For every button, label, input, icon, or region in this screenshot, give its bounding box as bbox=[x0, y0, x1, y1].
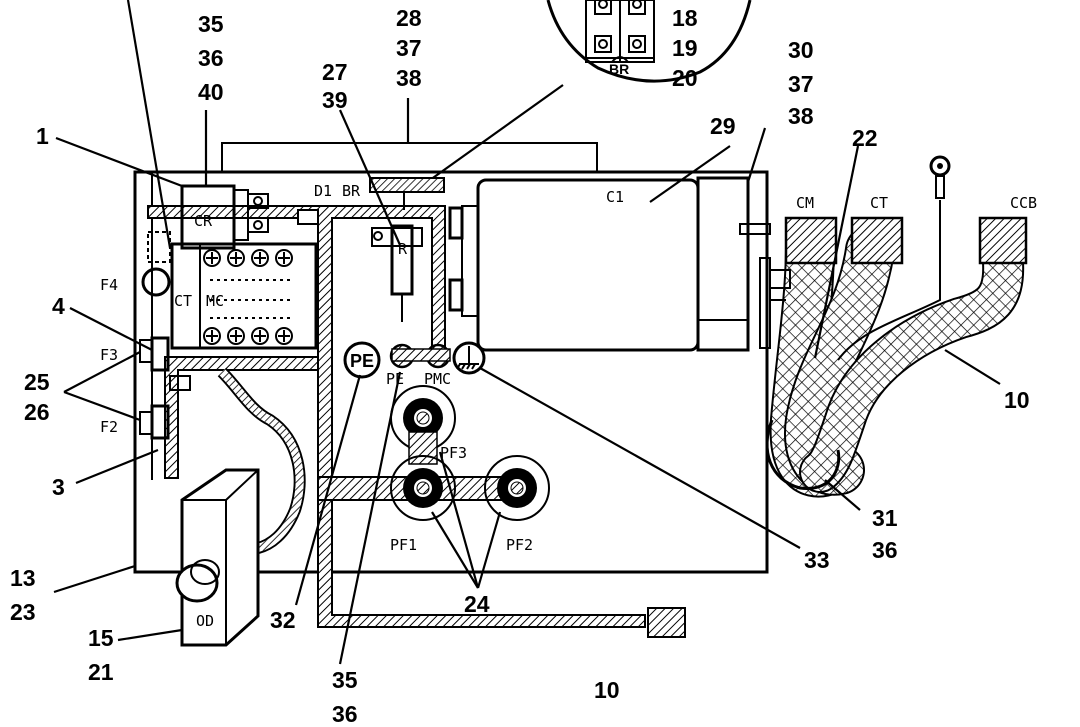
chassis bbox=[133, 142, 769, 574]
ferrite-rings bbox=[390, 385, 550, 521]
callout-13: 13 bbox=[10, 565, 36, 591]
callout-25: 25 bbox=[24, 369, 50, 395]
bridge-rectifier-bar bbox=[369, 177, 445, 210]
ring-terminal-icon bbox=[929, 155, 951, 199]
callout-37: 37 bbox=[788, 71, 814, 97]
callout-32: 32 bbox=[270, 607, 296, 633]
callout-22: 22 bbox=[852, 125, 878, 151]
label-f4: F4 bbox=[100, 276, 118, 294]
callout-1: 1 bbox=[36, 123, 49, 149]
label-br-detail: BR bbox=[609, 61, 629, 77]
callout-33: 33 bbox=[804, 547, 830, 573]
callout-10: 10 bbox=[594, 677, 620, 703]
label-br: BR bbox=[342, 182, 361, 200]
label-ccb: CCB bbox=[1010, 194, 1037, 212]
label-f3: F3 bbox=[100, 346, 118, 364]
outlet-od bbox=[175, 468, 260, 647]
callout-21: 21 bbox=[88, 659, 114, 685]
leader-lines bbox=[53, 0, 1001, 665]
label-c1: C1 bbox=[606, 188, 624, 206]
callout-19: 19 bbox=[672, 35, 698, 61]
resistor-r bbox=[371, 224, 423, 322]
callout-39: 39 bbox=[322, 87, 348, 113]
label-cm: CM bbox=[796, 194, 814, 212]
callout-40: 40 bbox=[198, 79, 224, 105]
contactor-mc bbox=[141, 242, 318, 350]
callout-4: 4 bbox=[52, 293, 65, 319]
label-pf2: PF2 bbox=[506, 536, 533, 554]
capacitor-c1 bbox=[448, 176, 771, 352]
callout-26: 26 bbox=[24, 399, 50, 425]
ground-symbol-icon bbox=[456, 346, 479, 370]
callout-36: 36 bbox=[872, 537, 898, 563]
callout-31: 31 bbox=[872, 505, 898, 531]
callout-36: 36 bbox=[198, 45, 224, 71]
callout-36: 36 bbox=[332, 701, 358, 727]
label-pe: PE bbox=[386, 370, 404, 388]
label-ct: CT bbox=[174, 292, 192, 310]
label-pf3: PF3 bbox=[440, 444, 467, 462]
detail-magnifier: BR bbox=[429, 0, 752, 181]
callout-29: 29 bbox=[710, 113, 736, 139]
callout-38: 38 bbox=[788, 103, 814, 129]
external-cables bbox=[765, 155, 1028, 498]
label-pf1: PF1 bbox=[390, 536, 417, 554]
callout-38: 38 bbox=[396, 65, 422, 91]
callout-18: 18 bbox=[672, 5, 698, 31]
component-labels: D1 BR C1 CR MC CT F4 F3 F2 CM CT CCB R P… bbox=[100, 182, 1037, 630]
callout-23: 23 bbox=[10, 599, 36, 625]
label-ct-cable: CT bbox=[870, 194, 888, 212]
callout-37: 37 bbox=[396, 35, 422, 61]
label-od: OD bbox=[196, 612, 214, 630]
label-pmc: PMC bbox=[424, 370, 451, 388]
callout-15: 15 bbox=[88, 625, 114, 651]
label-r: R bbox=[398, 240, 408, 258]
callout-27: 27 bbox=[322, 59, 348, 85]
callout-30: 30 bbox=[788, 37, 814, 63]
label-d1: D1 bbox=[314, 182, 332, 200]
callout-28: 28 bbox=[396, 5, 422, 31]
callout-20: 20 bbox=[672, 65, 698, 91]
callout-10: 10 bbox=[1004, 387, 1030, 413]
label-f2: F2 bbox=[100, 418, 118, 436]
label-mc: MC bbox=[206, 292, 224, 310]
fuse-holders bbox=[139, 336, 191, 440]
callout-35: 35 bbox=[198, 11, 224, 37]
callout-3: 3 bbox=[52, 474, 65, 500]
label-pe-circle: PE bbox=[350, 351, 374, 371]
callout-35: 35 bbox=[332, 667, 358, 693]
callout-24: 24 bbox=[464, 591, 490, 617]
internal-cable bbox=[217, 367, 306, 554]
callout-numbers: 35 36 40 28 37 38 18 19 20 30 37 38 27 3… bbox=[10, 5, 1030, 727]
ground-terminals bbox=[343, 341, 486, 379]
label-cr: CR bbox=[194, 212, 213, 230]
